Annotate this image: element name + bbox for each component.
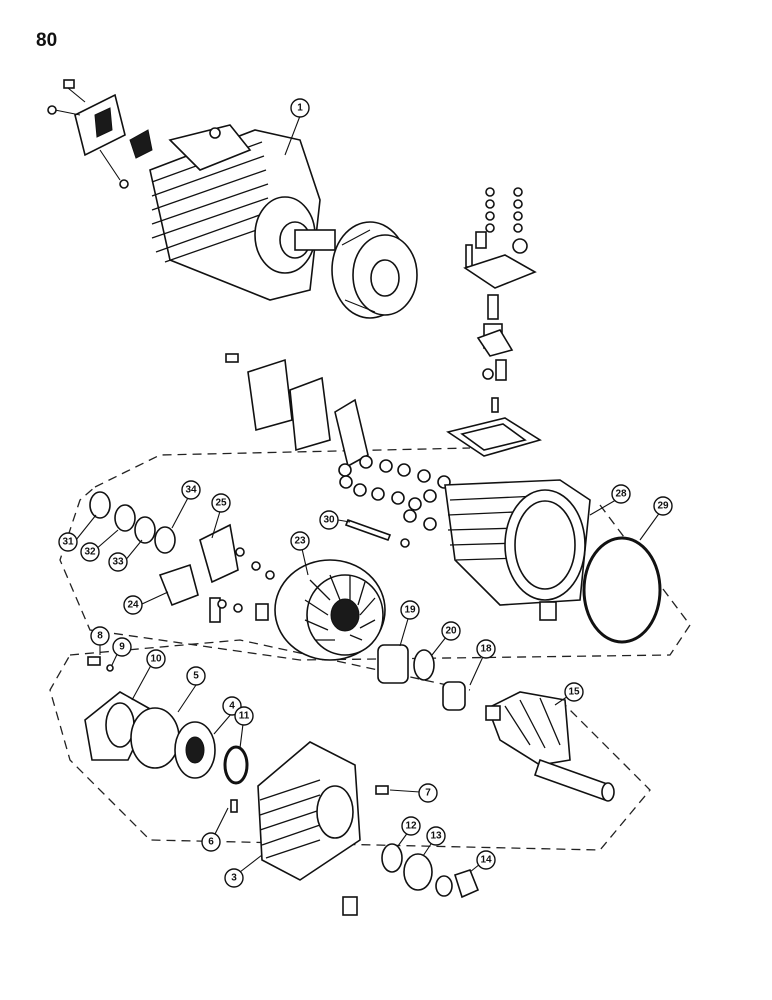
callout-33: 33: [108, 552, 128, 572]
callout-label: 20: [445, 626, 457, 637]
callout-label: 3: [231, 873, 237, 884]
callout-29: 29: [653, 496, 673, 516]
callout-label: 10: [150, 654, 162, 665]
callout-label: 12: [405, 821, 417, 832]
callout-18: 18: [476, 639, 496, 659]
callout-label: 31: [62, 537, 74, 548]
callout-15: 15: [564, 682, 584, 702]
through-bolt: [344, 518, 410, 548]
page-number: 80: [36, 30, 58, 51]
brush-holder-stack: [446, 187, 542, 457]
callout-25: 25: [211, 493, 231, 513]
callout-label: 25: [215, 498, 227, 509]
callout-6: 6: [201, 832, 221, 852]
callout-1: 1: [290, 98, 310, 118]
callout-23: 23: [290, 531, 310, 551]
callout-label: 8: [97, 631, 103, 642]
callout-14: 14: [476, 850, 496, 870]
dashed-group-outline-upper: [59, 447, 691, 661]
callout-10: 10: [146, 649, 166, 669]
callout-label: 19: [404, 605, 416, 616]
callout-31: 31: [58, 532, 78, 552]
callout-label: 30: [323, 515, 335, 526]
callout-3: 3: [224, 868, 244, 888]
callout-12: 12: [401, 816, 421, 836]
dashed-group-outline-lower: [49, 639, 651, 851]
callout-label: 7: [425, 788, 431, 799]
callout-label: 5: [193, 671, 199, 682]
callout-label: 14: [480, 855, 492, 866]
callout-label: 28: [615, 489, 627, 500]
alternator-assembly: [149, 124, 336, 301]
callout-8: 8: [90, 626, 110, 646]
front-housing: [257, 741, 361, 916]
callout-label: 15: [568, 687, 580, 698]
pulley-nut-stack: [381, 843, 480, 899]
o-ring: [582, 536, 662, 644]
bearings-and-clips: [377, 644, 466, 711]
callout-label: 4: [229, 701, 235, 712]
callout-13: 13: [426, 826, 446, 846]
callout-label: 23: [294, 536, 306, 547]
callout-30: 30: [319, 510, 339, 530]
callout-5: 5: [186, 666, 206, 686]
callout-label: 11: [239, 711, 250, 722]
pulley: [331, 221, 418, 319]
callout-label: 18: [480, 644, 492, 655]
diode-washer-rows: [338, 455, 451, 531]
stator-housing: [444, 479, 591, 621]
callout-label: 13: [430, 831, 442, 842]
callout-label: 33: [112, 557, 124, 568]
callout-7: 7: [418, 783, 438, 803]
callout-label: 6: [208, 837, 214, 848]
callout-9: 9: [112, 637, 132, 657]
callout-24: 24: [123, 595, 143, 615]
callout-label: 1: [297, 103, 303, 114]
callout-label: 9: [119, 642, 125, 653]
front-bearing-parts: [84, 656, 389, 813]
callout-11: 11: [234, 706, 254, 726]
callout-label: 32: [84, 547, 96, 558]
callout-label: 29: [657, 501, 669, 512]
callout-label: 24: [127, 600, 139, 611]
end-plate-parts: [89, 491, 275, 623]
rotor: [485, 691, 615, 802]
callout-20: 20: [441, 621, 461, 641]
callout-32: 32: [80, 542, 100, 562]
callout-label: 34: [185, 485, 197, 496]
callout-19: 19: [400, 600, 420, 620]
callout-28: 28: [611, 484, 631, 504]
stator: [274, 559, 386, 661]
regulator-with-leads: [47, 79, 153, 189]
cover-plates: [225, 353, 369, 468]
callout-34: 34: [181, 480, 201, 500]
